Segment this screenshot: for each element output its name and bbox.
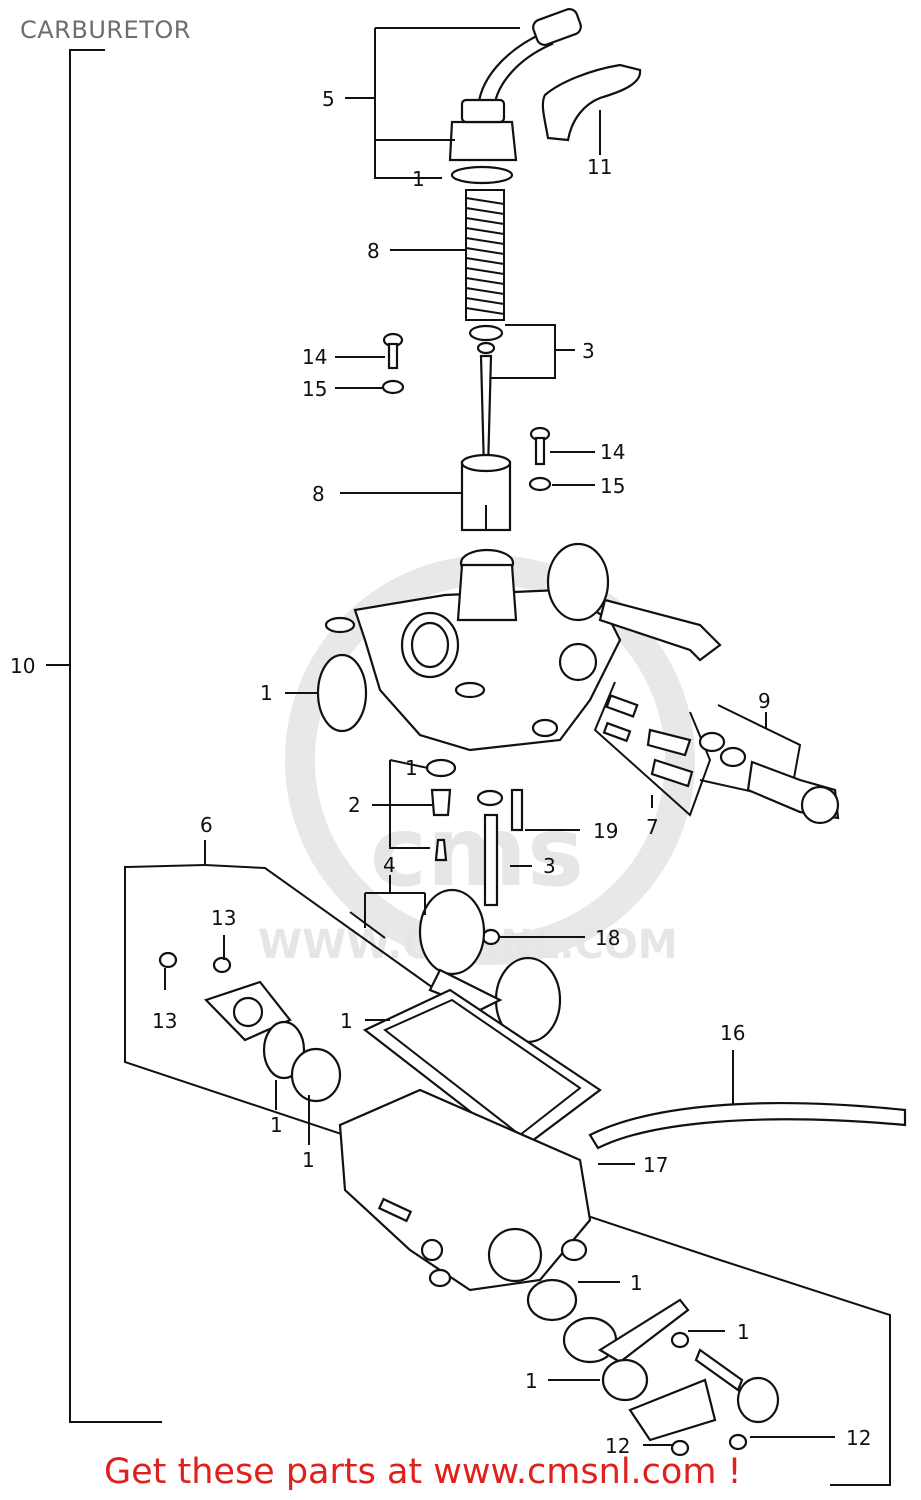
callout-14-right: 14 [600, 440, 625, 464]
callout-3-jet: 3 [543, 854, 556, 878]
callout-19: 19 [593, 819, 618, 843]
o-ring-left [316, 653, 368, 733]
callout-8-valve: 8 [312, 482, 325, 506]
carburetor-body [324, 542, 722, 752]
callout-1-gasket: 1 [340, 1009, 353, 1033]
callout-1-lower-c: 1 [525, 1369, 538, 1393]
callout-6: 6 [200, 813, 213, 837]
callout-1-cap: 1 [412, 167, 425, 191]
leader-lines [164, 27, 835, 1446]
float-bowl [338, 1088, 592, 1292]
callout-1-lower-b: 1 [737, 1320, 750, 1344]
diagram-title: CARBURETOR [20, 16, 191, 44]
callout-4: 4 [383, 853, 396, 877]
callout-12-right: 12 [846, 1426, 871, 1450]
watermark-brand: cms [370, 796, 584, 908]
callout-14-left: 14 [302, 345, 327, 369]
callout-2: 2 [348, 793, 361, 817]
jet-needle [468, 324, 504, 472]
callout-1-plate-a: 1 [270, 1113, 283, 1137]
callout-13-bottom: 13 [152, 1009, 177, 1033]
lower-parts [526, 1278, 780, 1457]
callout-1-lower-a: 1 [630, 1271, 643, 1295]
callout-10: 10 [10, 654, 35, 678]
hose [541, 63, 642, 142]
callout-9: 9 [758, 689, 771, 713]
throttle-valve [460, 453, 512, 532]
footer-parts-link[interactable]: Get these parts at www.cmsnl.com ! [104, 1452, 742, 1492]
callout-1-oring: 1 [260, 681, 273, 705]
callout-1-plate-b: 1 [302, 1148, 315, 1172]
callout-5: 5 [322, 87, 335, 111]
throttle-spring [465, 189, 505, 321]
pilot-screw-set [593, 681, 840, 825]
throttle-cable-cap [448, 8, 582, 185]
callout-16: 16 [720, 1021, 745, 1045]
screw-washer-right [528, 426, 552, 492]
jet-parts [349, 758, 524, 946]
callout-1-jet: 1 [405, 756, 418, 780]
callout-13-top: 13 [211, 906, 236, 930]
screw-washer-left [381, 332, 405, 395]
callout-18: 18 [595, 926, 620, 950]
callout-11: 11 [587, 155, 612, 179]
callout-7: 7 [646, 815, 659, 839]
float [418, 888, 562, 1044]
mount-plate-parts [158, 951, 342, 1103]
callout-12-left: 12 [605, 1434, 630, 1458]
callout-15-right: 15 [600, 474, 625, 498]
callout-15-left: 15 [302, 377, 327, 401]
assembly-bracket [46, 49, 162, 1423]
set-outline-float-chamber [124, 864, 891, 1486]
callout-3-needle: 3 [582, 339, 595, 363]
overflow-tube [588, 1102, 907, 1150]
callouts: 5 1 11 8 14 15 3 14 15 8 10 1 9 1 2 19 7… [10, 87, 871, 1458]
callout-17: 17 [643, 1153, 668, 1177]
callout-8-spring: 8 [367, 239, 380, 263]
